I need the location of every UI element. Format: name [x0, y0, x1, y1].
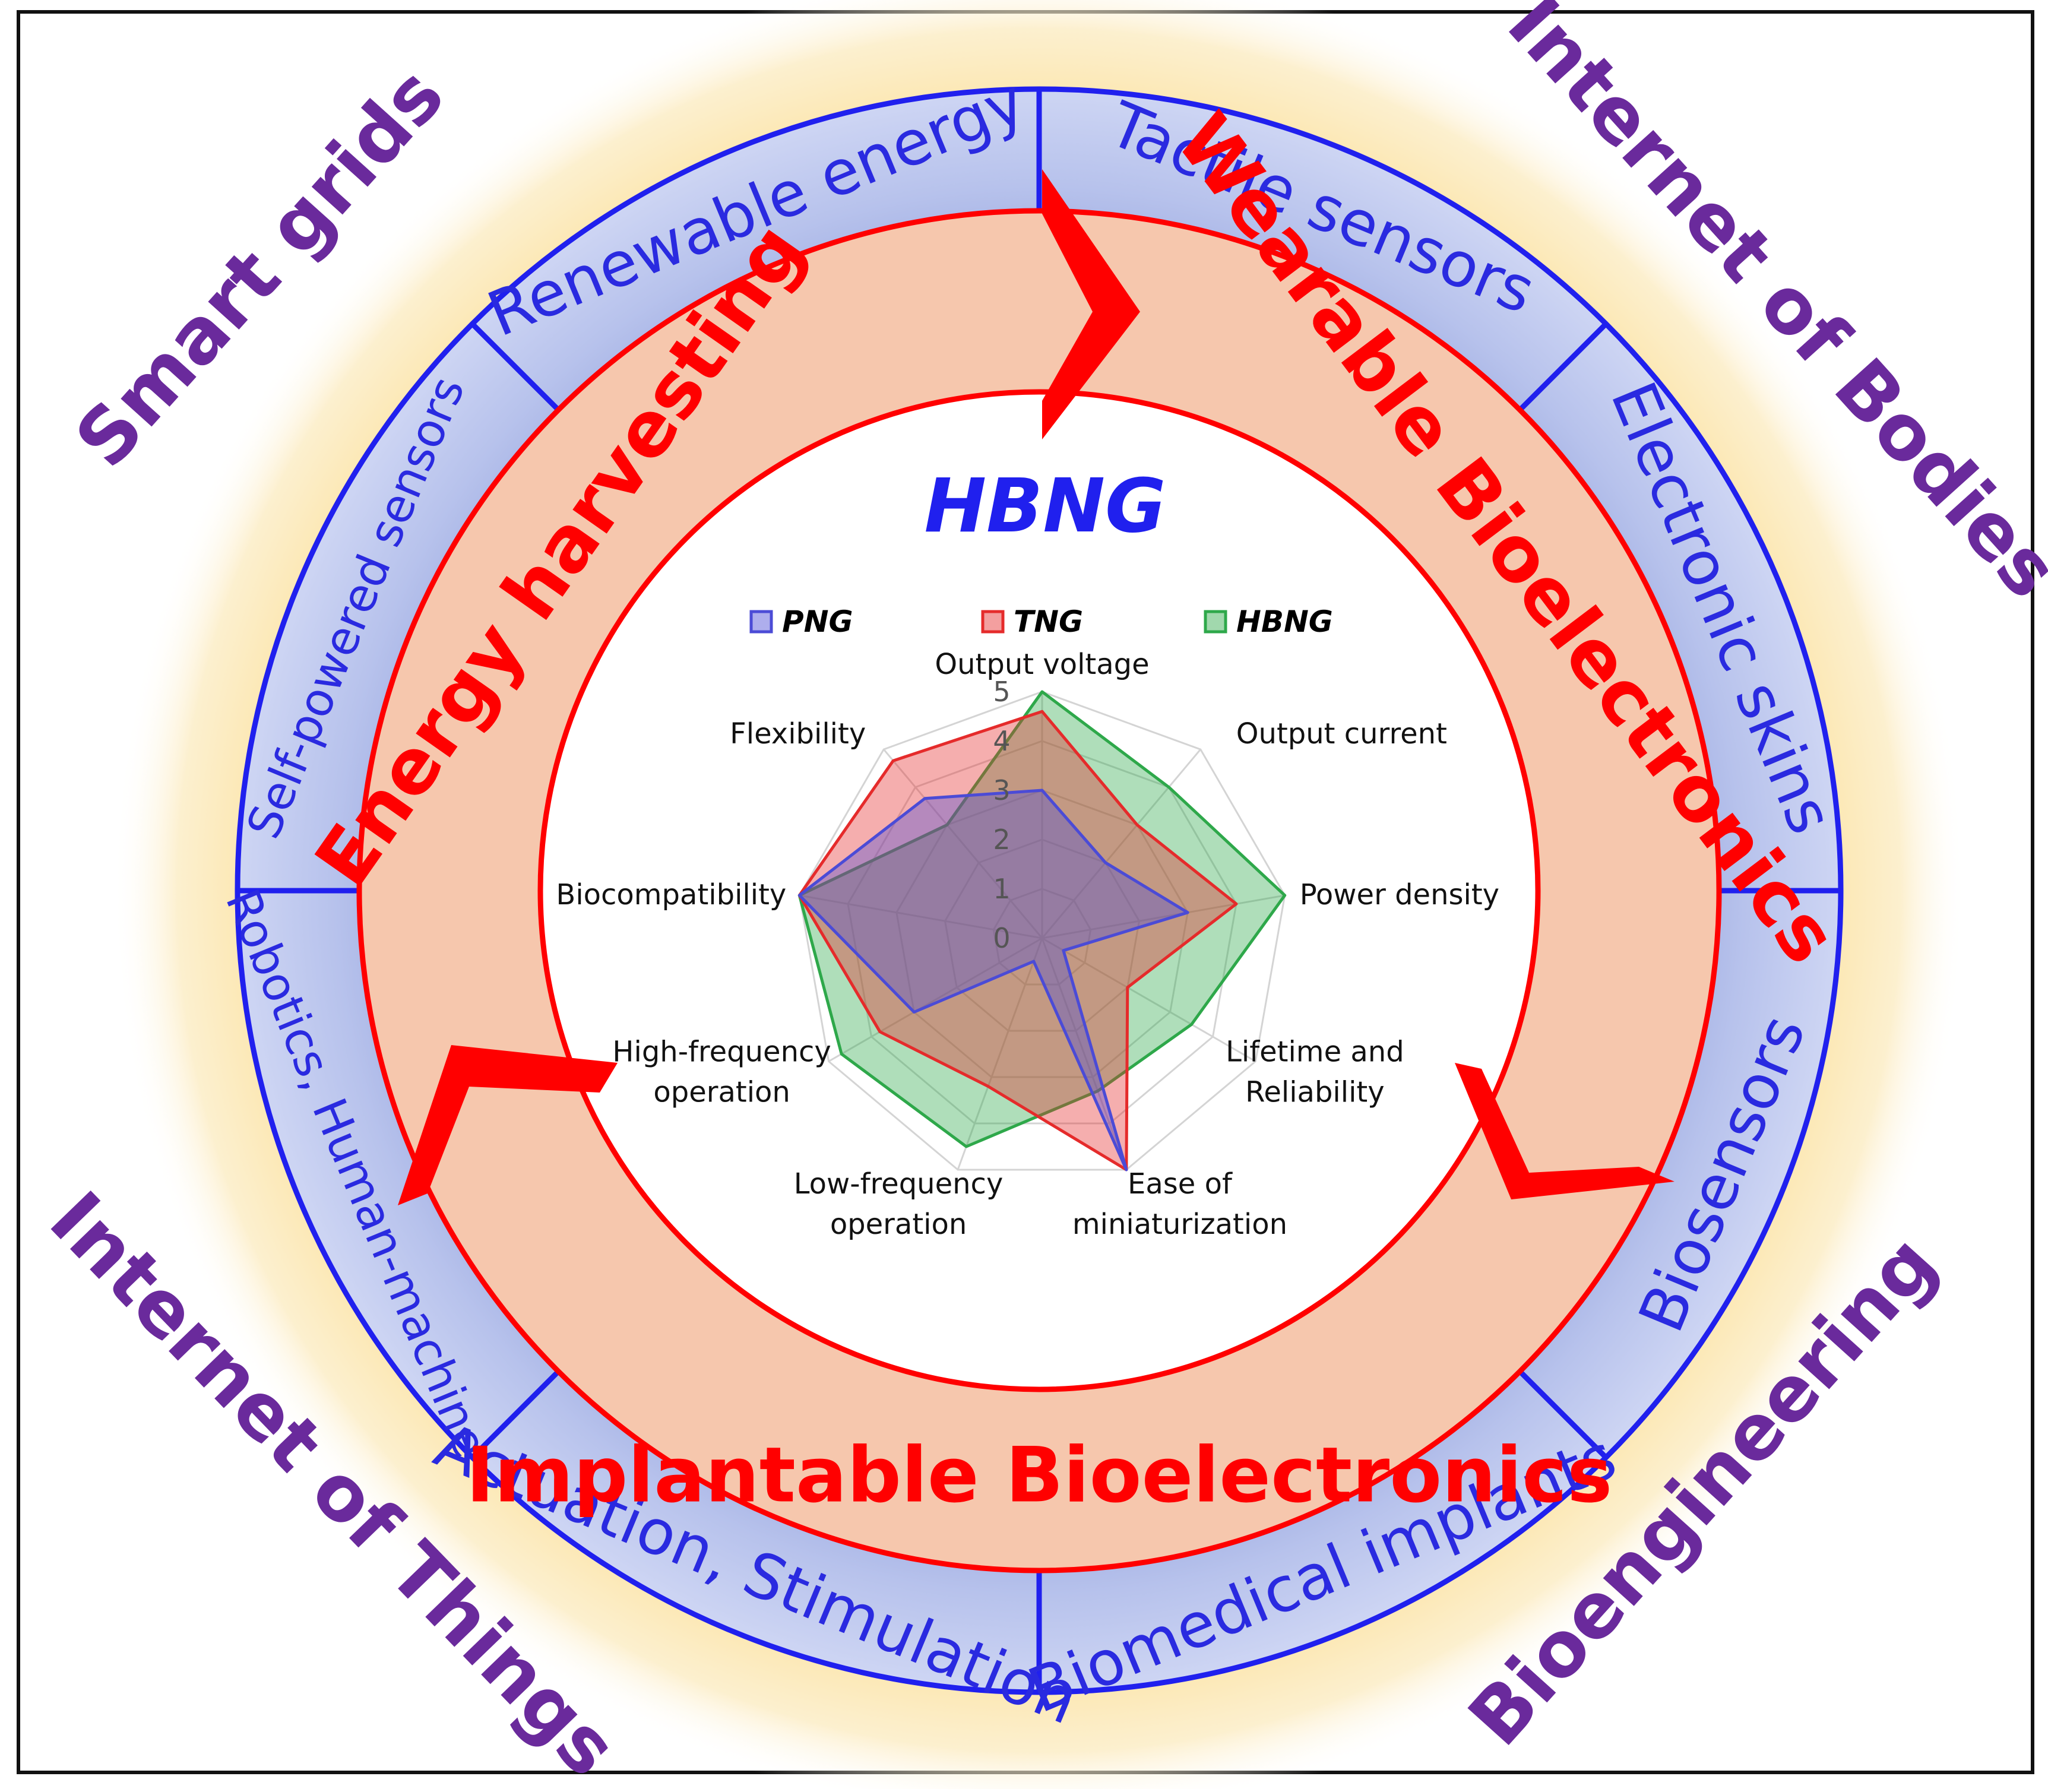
radar-tick-3: 3 — [993, 774, 1010, 806]
segment-divider — [470, 322, 561, 412]
radar-series-png — [797, 789, 1189, 1172]
legend-label-tng: TNG — [1014, 604, 1083, 639]
segment-divider — [1518, 322, 1608, 412]
implantable-bioelectronics-label: Implantable Bioelectronics — [466, 1432, 1613, 1520]
arrow-head-implantable — [1455, 1063, 1675, 1199]
segment-divider — [470, 1369, 561, 1459]
radar-spoke — [1042, 937, 1256, 1062]
radar-legend: PNG TNG HBNG — [749, 604, 1333, 639]
radar-tick-4: 4 — [993, 725, 1010, 757]
radar-axis-label-2: Power density — [1300, 878, 1499, 911]
radar-grid-ring-4 — [847, 740, 1237, 1125]
radar-spoke — [828, 937, 1043, 1062]
radar-grid-ring-1 — [992, 888, 1092, 986]
legend-swatch-tng — [981, 610, 1005, 634]
radar-axis-label-1: Output current — [1236, 717, 1447, 751]
radar-tick-2: 2 — [993, 824, 1010, 856]
radar-axis-label-0: Output voltage — [935, 648, 1149, 681]
radar-spoke — [957, 938, 1043, 1170]
radar-tick-labels: 0 1 2 3 4 5 — [993, 676, 1010, 954]
radar-grid-ring-2 — [944, 838, 1141, 1032]
legend-label-png: PNG — [782, 604, 853, 639]
radar-grid — [798, 691, 1286, 1171]
radar-series-hbng — [797, 690, 1287, 1148]
radar-grid-ring-3 — [895, 789, 1189, 1078]
radar-tick-5: 5 — [993, 676, 1010, 708]
segment-dividers — [238, 89, 1841, 1692]
radar-series-tng — [797, 710, 1238, 1172]
legend-label-hbng: HBNG — [1236, 604, 1333, 639]
hbng-title: HBNG — [924, 463, 1166, 549]
radar-spoke — [883, 749, 1043, 939]
radar-spoke — [799, 894, 1043, 939]
radar-tick-0: 0 — [993, 922, 1010, 954]
radar-spoke — [1042, 894, 1285, 939]
radar-series — [797, 690, 1287, 1172]
segment-divider — [1518, 1369, 1608, 1459]
radar-grid-ring-5 — [798, 691, 1286, 1171]
arrow-head-energy — [398, 1045, 618, 1205]
radar-spoke — [1041, 749, 1201, 939]
radar-tick-1: 1 — [993, 873, 1010, 905]
legend-swatch-png — [749, 610, 773, 634]
radar-axis-label-8: Flexibility — [730, 717, 866, 751]
arrow-head-wearable — [1042, 169, 1140, 439]
radar-spoke — [1041, 938, 1128, 1170]
legend-swatch-hbng — [1204, 610, 1227, 634]
radar-axis-label-7: Biocompatibility — [556, 878, 786, 911]
